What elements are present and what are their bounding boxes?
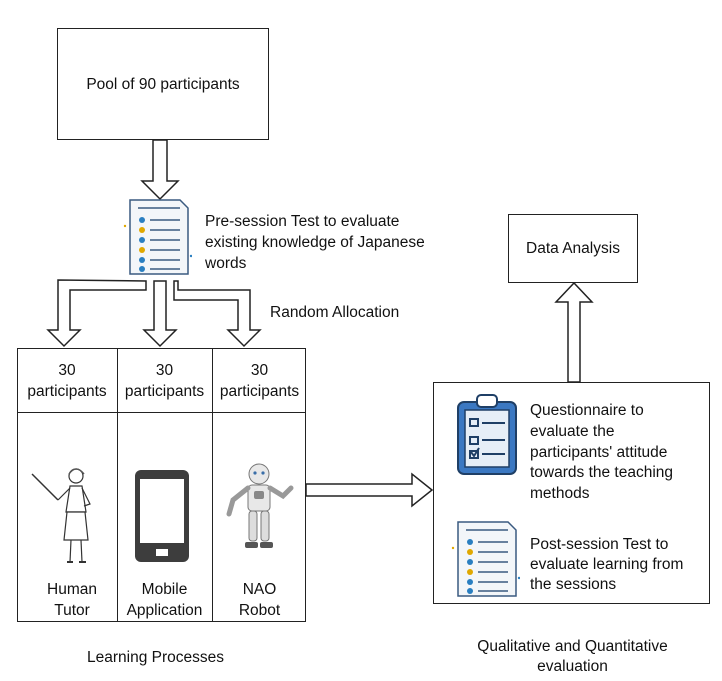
posttest-line-1: Post-session Test to — [530, 536, 669, 553]
clipboard-icon — [457, 394, 517, 475]
pool-box: Pool of 90 participants — [57, 28, 269, 140]
teacher-figure — [31, 468, 91, 563]
questionnaire-line-3: participants' attitude — [530, 444, 668, 461]
arrow-evaluation-to-analysis — [554, 281, 594, 383]
posttest-line-2: evaluate learning from — [530, 556, 684, 573]
evaluation-caption: Qualitative and Quantitative evaluation — [477, 638, 668, 675]
arrow-to-human-tutor — [46, 279, 147, 348]
questionnaire-line-5: methods — [530, 485, 590, 502]
arrow-learning-to-evaluation — [305, 472, 434, 508]
data-analysis-box: Data Analysis — [508, 214, 638, 283]
pretest-line-1: Pre-session Test to evaluate — [205, 213, 400, 230]
questionnaire-line-2: evaluate the — [530, 423, 615, 440]
learning-processes-caption: Learning Processes — [87, 649, 224, 666]
questionnaire-line-1: Questionnaire to — [530, 402, 644, 419]
checklist-icon — [123, 199, 192, 275]
smartphone-icon — [135, 470, 189, 562]
questionnaire-line-4: towards the teaching — [530, 464, 674, 481]
random-allocation-label: Random Allocation — [270, 304, 400, 321]
arrow-to-nao-robot — [173, 280, 262, 348]
data-analysis-label: Data Analysis — [526, 240, 620, 257]
posttest-line-3: the sessions — [530, 576, 617, 593]
arrow-pool-to-pretest — [140, 139, 180, 201]
arrow-to-mobile-app — [142, 280, 178, 348]
pretest-line-2: existing knowledge of Japanese — [205, 234, 425, 251]
robot-icon — [226, 463, 294, 548]
checklist-icon — [451, 521, 520, 597]
pretest-line-3: words — [205, 255, 247, 272]
pool-label: Pool of 90 participants — [86, 76, 240, 93]
